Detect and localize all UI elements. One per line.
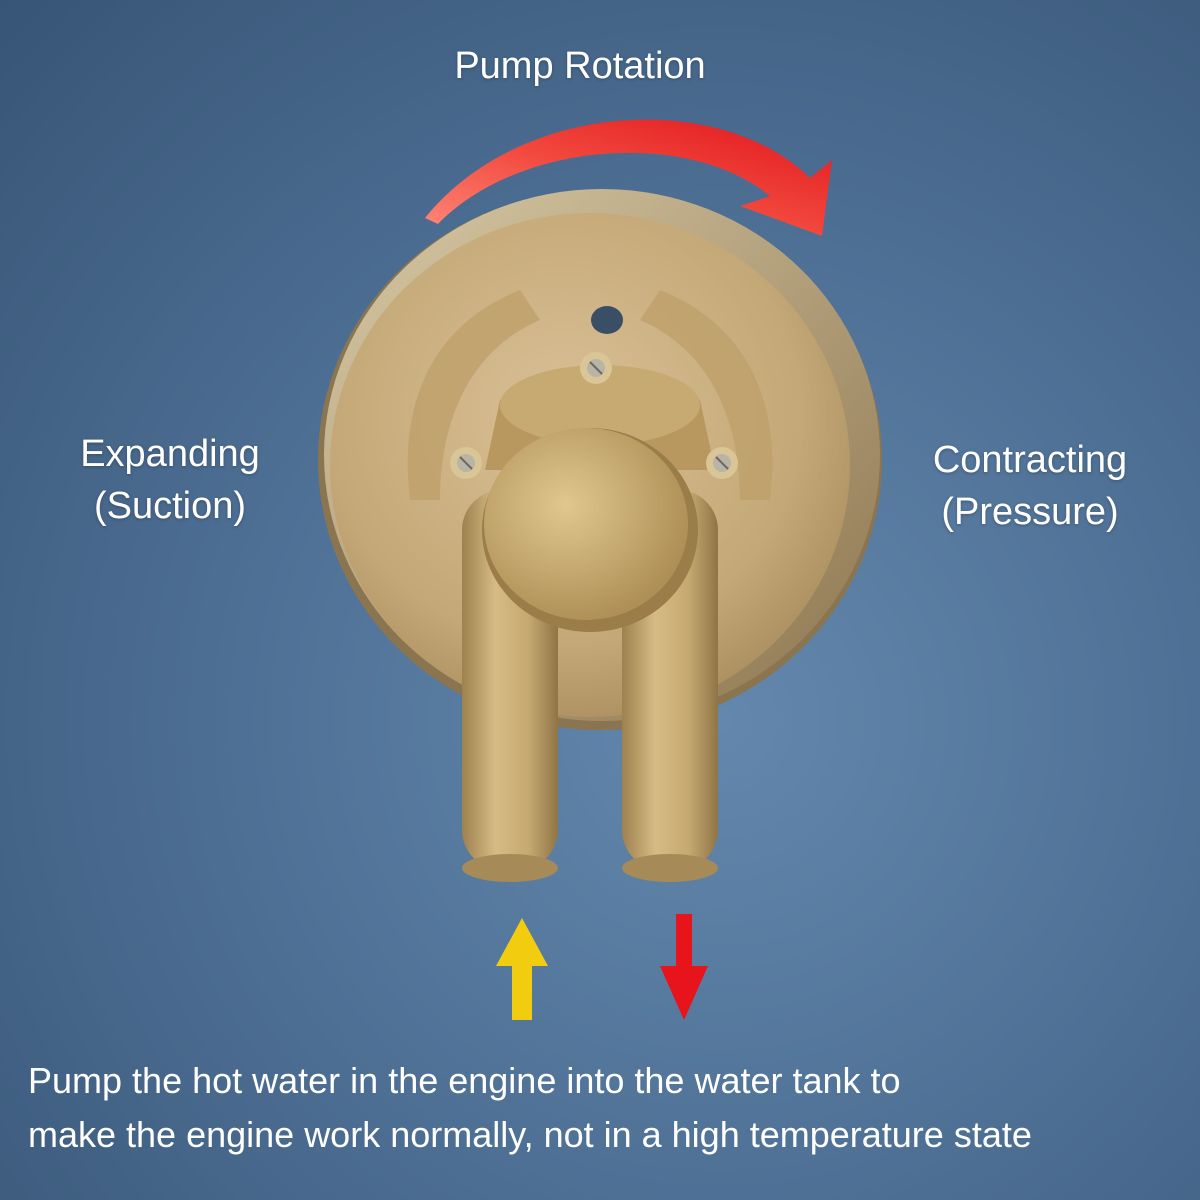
- down-arrow-icon: [660, 914, 708, 1020]
- caption-line-2: make the engine work normally, not in a …: [28, 1114, 1032, 1155]
- caption-line-1: Pump the hot water in the engine into th…: [28, 1060, 901, 1101]
- contracting-text: Contracting: [932, 439, 1128, 481]
- screw-right: [706, 447, 738, 479]
- suction-text: (Suction): [93, 485, 247, 527]
- screw-left: [450, 447, 482, 479]
- center-hole: [591, 306, 623, 334]
- up-arrow-icon: [496, 918, 548, 1020]
- expanding-suction-label: Expanding (Suction): [40, 428, 300, 532]
- clockwise-arrow-icon: [425, 119, 832, 236]
- contracting-pressure-label: Contracting (Pressure): [900, 434, 1160, 538]
- pump-body: [318, 189, 882, 882]
- page-title: Pump Rotation: [454, 45, 706, 87]
- expanding-text: Expanding: [80, 433, 260, 475]
- caption: Pump the hot water in the engine into th…: [28, 1054, 1188, 1162]
- pump-cap: [484, 428, 688, 620]
- pressure-text: (Pressure): [941, 491, 1119, 533]
- screw-top: [580, 352, 612, 384]
